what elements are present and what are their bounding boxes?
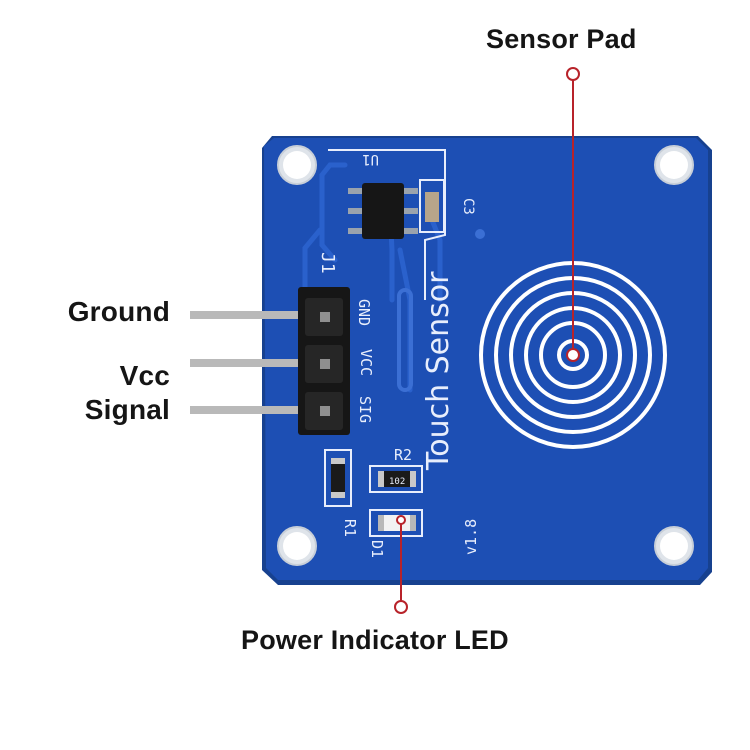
pin-name-vcc: VCC (357, 349, 375, 376)
header-pins (190, 311, 330, 414)
ic-u1-label: U1 (362, 151, 379, 167)
board-title: Touch Sensor (421, 271, 456, 471)
pcb-board (262, 136, 712, 585)
mounting-holes (277, 145, 694, 566)
board-version: v1.8 (462, 519, 480, 555)
vcc-pin-callout: Vcc (119, 360, 170, 391)
ground-pin-callout: Ground (67, 296, 170, 327)
capacitor-c3 (419, 179, 445, 233)
sensor-pad-callout: Sensor Pad (486, 24, 637, 54)
power-led-callout: Power Indicator LED (241, 625, 509, 655)
resistor-r1-label: R1 (341, 519, 359, 537)
capacitor-c3-label: C3 (460, 198, 476, 215)
resistor-r2 (369, 465, 423, 493)
pin-name-sig: SIG (356, 396, 374, 423)
signal-pin-callout: Signal (84, 394, 170, 425)
callout-lines (394, 67, 580, 614)
ic-u1 (348, 183, 418, 239)
resistor-r2-code: 102 (389, 477, 405, 487)
header-j1-label: J1 (317, 252, 338, 274)
power-led-d1-label: D1 (368, 540, 386, 558)
header-connector (298, 287, 350, 435)
resistor-r2-label: R2 (394, 446, 412, 464)
pin-name-gnd: GND (355, 299, 373, 326)
resistor-r1 (324, 449, 352, 507)
